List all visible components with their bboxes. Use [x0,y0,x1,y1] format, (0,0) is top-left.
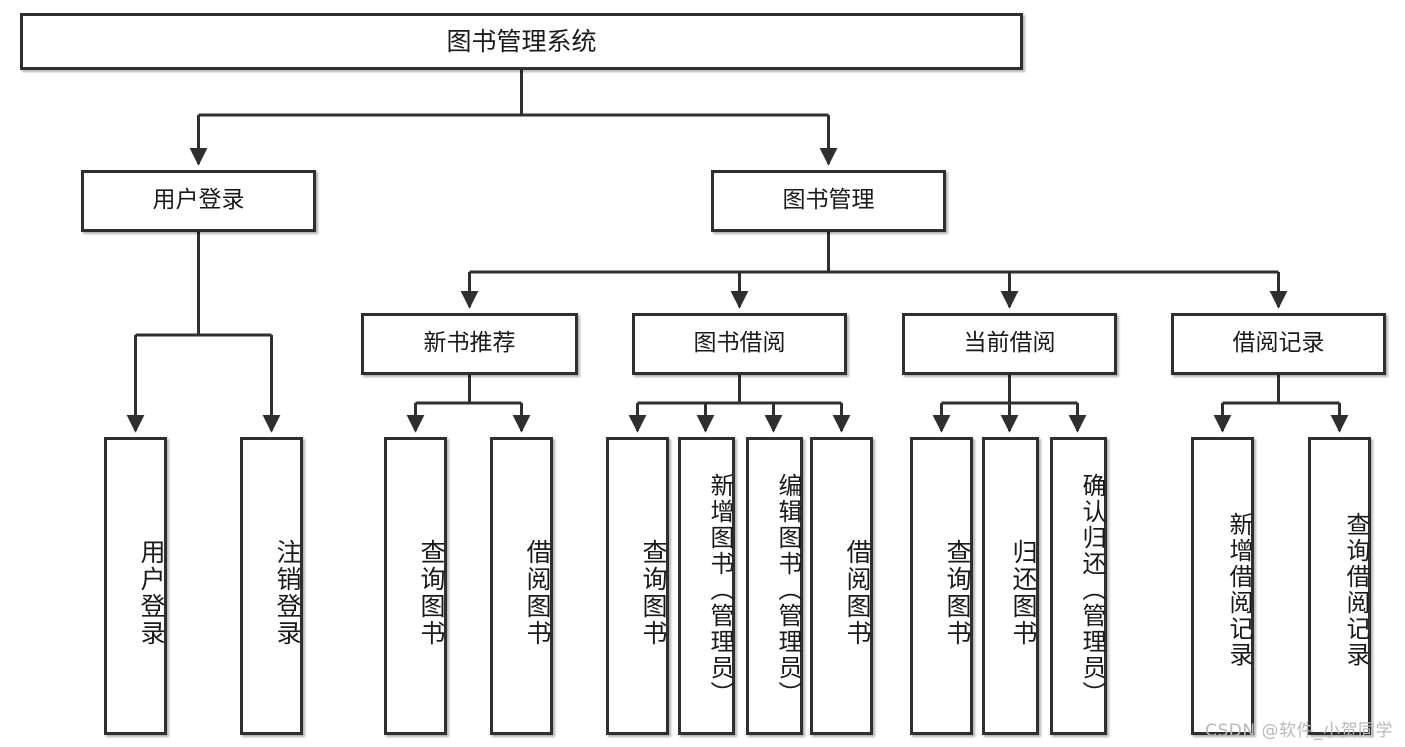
leaf-add-book-admin[interactable]: 新增图书（管理员） [678,437,735,735]
leaf-borrow-book-borrow[interactable]: 借阅图书 [810,437,873,735]
node-borrow-record[interactable]: 借阅记录 [1171,313,1386,375]
leaf-return-book[interactable]: 归还图书 [982,437,1039,735]
leaf-borrow-book-newbook[interactable]: 借阅图书 [490,437,553,735]
leaf-query-book-current[interactable]: 查询图书 [910,437,973,735]
node-book-borrow[interactable]: 图书借阅 [632,313,847,375]
leaf-add-borrow-record[interactable]: 新增借阅记录 [1191,437,1254,735]
node-user-login[interactable]: 用户登录 [81,170,316,232]
leaf-query-book-newbook[interactable]: 查询图书 [384,437,447,735]
leaf-user-login[interactable]: 用户登录 [104,437,167,735]
node-current-borrow[interactable]: 当前借阅 [902,313,1117,375]
leaf-query-book-borrow[interactable]: 查询图书 [606,437,669,735]
leaf-edit-book-admin[interactable]: 编辑图书（管理员） [746,437,803,735]
leaf-query-borrow-record[interactable]: 查询借阅记录 [1308,437,1371,735]
leaf-logout[interactable]: 注销登录 [240,437,303,735]
node-root-library-system[interactable]: 图书管理系统 [20,13,1023,70]
node-new-book-recommend[interactable]: 新书推荐 [361,313,578,375]
node-book-management[interactable]: 图书管理 [711,170,946,232]
csdn-watermark: CSDN @软件_小贺同学 [1205,721,1393,741]
leaf-confirm-return-admin[interactable]: 确认归还（管理员） [1050,437,1107,735]
